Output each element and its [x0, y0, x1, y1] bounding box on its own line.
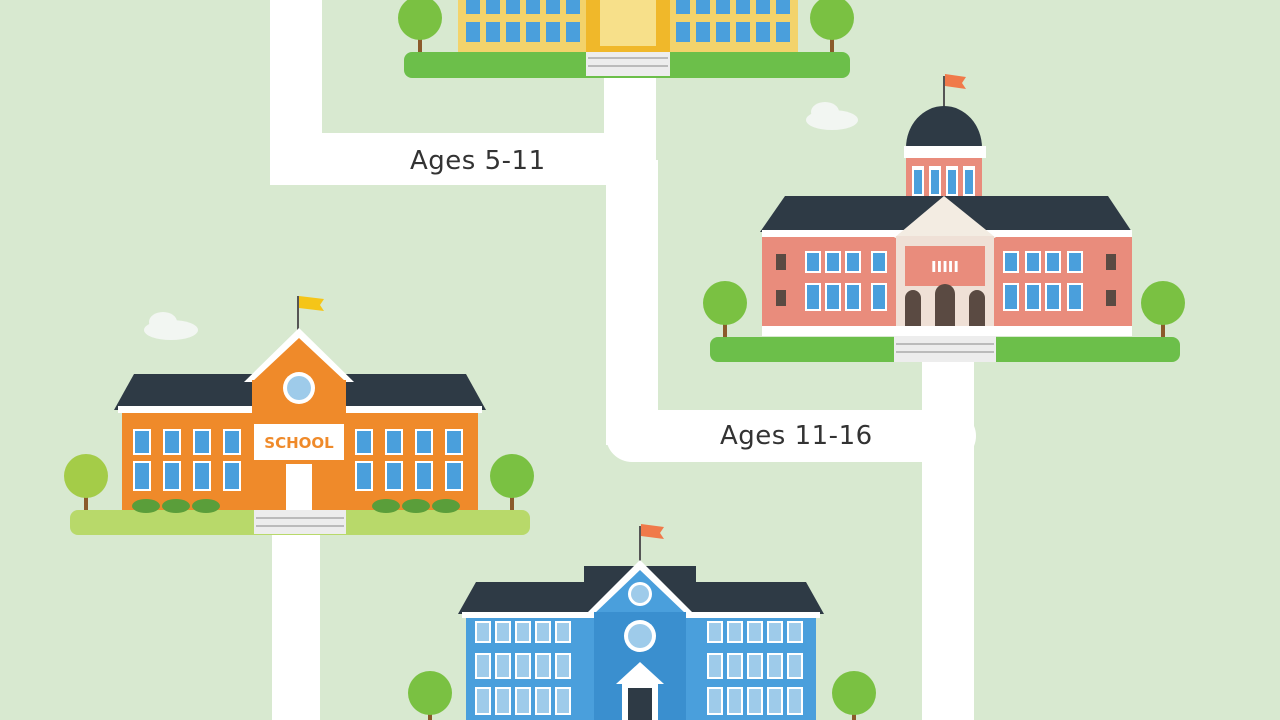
tree-icon — [703, 281, 747, 337]
blue-school-building — [458, 524, 824, 720]
orange-school-building: SCHOOL — [70, 296, 530, 535]
tree-icon — [64, 454, 108, 510]
age-range-label-primary: Ages 5-11 — [410, 146, 546, 176]
tree-icon — [832, 671, 876, 720]
road-path — [270, 0, 976, 720]
tree-icon — [490, 454, 534, 510]
flag-icon — [641, 524, 664, 539]
red-school-sign: IIIII — [931, 258, 959, 276]
yellow-school-building — [404, 0, 850, 78]
tree-icon — [408, 671, 452, 720]
cloud-icon — [144, 312, 198, 340]
cloud-icon — [806, 102, 858, 130]
flag-icon — [945, 74, 966, 89]
tree-icon — [810, 0, 854, 52]
flag-icon — [299, 296, 324, 311]
tree-icon — [398, 0, 442, 52]
red-school-building: IIIII — [710, 74, 1180, 362]
age-range-label-secondary: Ages 11-16 — [720, 421, 873, 451]
tree-icon — [1141, 281, 1185, 337]
orange-school-sign: SCHOOL — [264, 434, 334, 452]
